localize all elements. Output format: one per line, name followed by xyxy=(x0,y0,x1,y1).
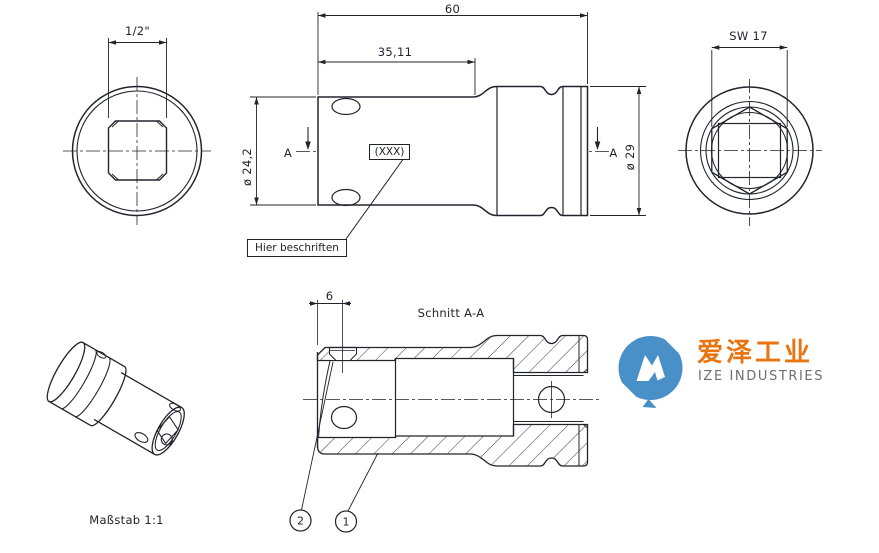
marking-note-text: Hier beschriften xyxy=(255,241,339,254)
dim-square-drive: 1/2" xyxy=(125,23,150,38)
iso-view xyxy=(46,341,185,456)
front-view xyxy=(63,38,211,225)
rear-view xyxy=(678,45,822,226)
side-view xyxy=(250,12,646,240)
section-view xyxy=(289,300,601,533)
balloon-2: 2 xyxy=(297,514,304,528)
watermark-english-name: IZE INDUSTRIES xyxy=(698,369,825,384)
dim-entry-depth: 6 xyxy=(325,289,334,303)
dim-total-length: 60 xyxy=(444,1,461,16)
section-mark-a-left: A xyxy=(283,145,293,160)
ize-logo-icon xyxy=(617,335,684,408)
marking-placeholder-box: (XXX) xyxy=(369,143,410,160)
scale-note: Maßstab 1:1 xyxy=(89,513,164,527)
dim-body-length: 35,11 xyxy=(377,45,413,59)
dim-body-diameter: ø 24,2 xyxy=(239,147,254,186)
watermark-chinese-name: 爱泽工业 xyxy=(697,338,814,368)
section-mark-a-right: A xyxy=(609,145,618,160)
marking-note-box: Hier beschriften xyxy=(247,238,347,257)
dim-hex-width: SW 17 xyxy=(729,29,768,43)
dim-head-diameter: ø 29 xyxy=(622,143,637,170)
balloon-1: 1 xyxy=(342,515,350,529)
section-title: Schnitt A-A xyxy=(417,306,485,320)
marking-placeholder-text: (XXX) xyxy=(374,145,405,158)
